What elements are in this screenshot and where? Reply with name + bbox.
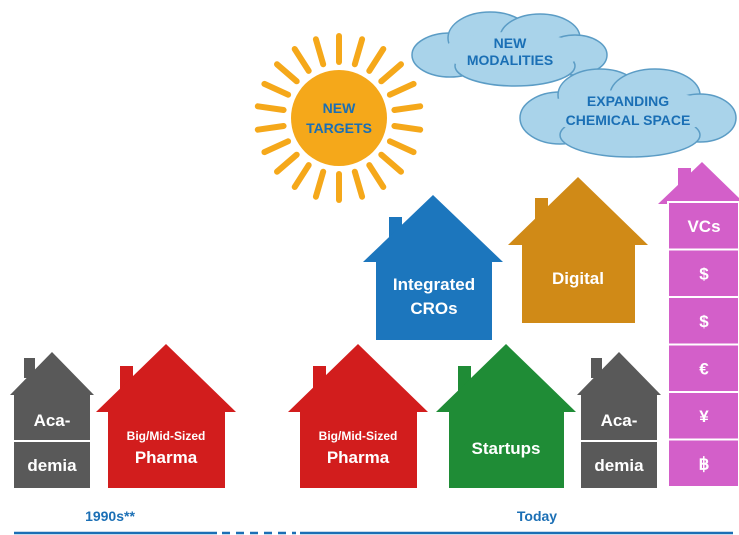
pharma-1990s-line1: Big/Mid-Sized	[127, 429, 206, 443]
sun-ray	[274, 61, 300, 85]
sun-ray	[261, 80, 292, 98]
cros-line2: CROs	[410, 299, 457, 318]
cloud-chemical-line1: EXPANDING	[587, 93, 669, 109]
sun-ray	[366, 162, 387, 190]
sun-ray	[291, 46, 312, 74]
cros-line1: Integrated	[393, 275, 475, 294]
sun-disc	[291, 70, 387, 166]
pharma-1990s-line2: Pharma	[135, 448, 198, 467]
sun-label-line2: TARGETS	[306, 120, 372, 136]
academia-1990s-line1: Aca-	[34, 411, 71, 430]
tower-floor	[667, 438, 739, 488]
house-integrated-cros: Integrated CROs	[363, 195, 503, 340]
academia-today-line2: demia	[594, 456, 644, 475]
sun-ray	[391, 103, 424, 113]
cloud-modalities-line1: NEW	[494, 35, 527, 51]
sun-ray	[351, 36, 366, 68]
house-startups: Startups	[436, 344, 576, 488]
timeline-label-today: Today	[517, 508, 557, 524]
cloud-new-modalities: NEW MODALITIES	[411, 11, 608, 87]
house-academia-1990s: Aca- demia	[10, 352, 94, 488]
sun-ray	[312, 168, 327, 200]
tower-floor-label: ฿	[699, 454, 710, 473]
tower-floor	[667, 391, 739, 441]
academia-1990s-line2: demia	[27, 456, 77, 475]
house-pharma-today: Big/Mid-Sized Pharma	[288, 344, 428, 488]
house-pharma-1990s: Big/Mid-Sized Pharma	[96, 344, 236, 488]
tower-floor-label: $	[699, 312, 709, 331]
cloud-modalities-line2: MODALITIES	[467, 52, 553, 68]
tower-floor	[667, 343, 739, 393]
sun-ray	[254, 103, 287, 113]
sun-ray	[254, 123, 287, 133]
tower-floor-label: €	[699, 359, 709, 378]
tower-floors: VCs $ $ € ¥ ฿	[667, 201, 739, 488]
tower-floor-label: $	[699, 264, 709, 283]
startups-label: Startups	[472, 439, 541, 458]
sun-ray	[351, 168, 366, 200]
sun-rays	[254, 33, 424, 203]
house-academia-today: Aca- demia	[577, 352, 661, 488]
cloud-expanding-chemical-space: EXPANDING CHEMICAL SPACE	[519, 68, 737, 158]
timeline: 1990s** Today	[14, 508, 733, 535]
sun-ray	[291, 162, 312, 190]
pharma-today-line1: Big/Mid-Sized	[319, 429, 398, 443]
vc-tower: VCs $ $ € ¥ ฿	[658, 162, 739, 488]
tower-floor-label: VCs	[687, 217, 720, 236]
pharma-today-line2: Pharma	[327, 448, 390, 467]
house-digital: Digital	[508, 177, 648, 323]
digital-label: Digital	[552, 269, 604, 288]
sun-ray	[378, 151, 404, 175]
sun-ray	[261, 138, 292, 156]
sun-ray	[391, 123, 424, 133]
tower-floor	[667, 248, 739, 298]
sun-icon: NEW TARGETS	[254, 33, 424, 203]
sun-ray	[386, 138, 417, 156]
cloud-chemical-line2: CHEMICAL SPACE	[566, 112, 691, 128]
sun-ray	[378, 61, 404, 85]
tower-floor-label: ¥	[699, 407, 709, 426]
tower-floor	[667, 201, 739, 251]
sun-ray	[386, 80, 417, 98]
sun-ray	[274, 151, 300, 175]
sun-ray	[366, 46, 387, 74]
timeline-label-1990s: 1990s**	[85, 508, 135, 524]
sun-label-line1: NEW	[323, 100, 356, 116]
sun-ray	[312, 36, 327, 68]
tower-floor	[667, 296, 739, 346]
academia-today-line1: Aca-	[601, 411, 638, 430]
